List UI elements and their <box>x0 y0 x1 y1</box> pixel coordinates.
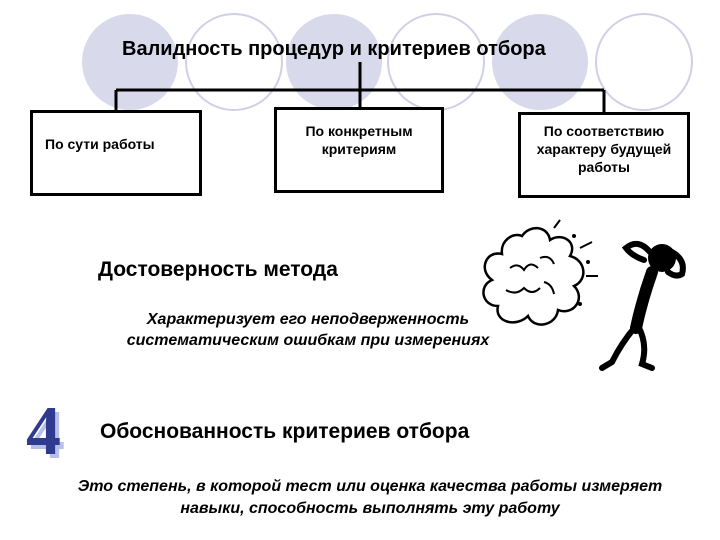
number-four: 4 <box>26 398 61 468</box>
box-right-label: По соответствию характеру будущей работы <box>536 122 672 176</box>
validity-heading: Обоснованность критериев отбора <box>100 420 470 443</box>
validity-description: Это степень, в которой тест или оценка к… <box>77 478 663 518</box>
box-by-future-work: По соответствию характеру будущей работы <box>518 112 690 198</box>
number-four-icon: 4 4 <box>26 398 65 468</box>
tree-connector <box>114 62 606 112</box>
box-by-specific-criteria: По конкретным критериям <box>274 107 444 193</box>
number-four-shadow: 4 <box>30 398 65 468</box>
reliability-description: Характеризует его неподверженность систе… <box>126 311 490 349</box>
stick-figure-icon <box>599 240 686 371</box>
slide-title: Валидность процедур и критериев отбора <box>122 38 546 60</box>
box-left-label: По сути работы <box>45 135 155 152</box>
box-middle-label: По конкретным критериям <box>305 122 413 157</box>
decorative-circles <box>82 13 693 111</box>
reliability-heading: Достоверность метода <box>98 258 338 281</box>
box-by-job-essence: По сути работы <box>30 110 202 196</box>
explosion-icon <box>482 219 598 326</box>
